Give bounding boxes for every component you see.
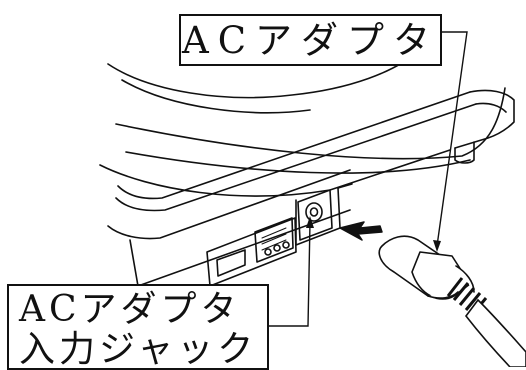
leader-jack [269, 221, 311, 327]
scale-top-edge [115, 87, 506, 160]
scale-top-edge-inner [125, 151, 471, 174]
ac-adapter-input-jack-label-line1: ACアダプタ [19, 289, 241, 330]
front-rim [117, 91, 471, 200]
insert-arrow [339, 221, 383, 241]
right-side [454, 89, 515, 149]
weighing-pan-arc-outer [121, 79, 311, 114]
leader-adapter [436, 31, 468, 247]
ac-adapter-input-jack-label-line2: 入力ジャック [19, 329, 258, 370]
port-panel [206, 217, 297, 287]
cable [464, 298, 526, 367]
foot [454, 141, 475, 164]
ac-adapter-label: ACアダプタ [179, 14, 442, 66]
ac-adapter-input-jack-label: ACアダプタ 入力ジャック [7, 284, 269, 370]
weighing-pan-arc [107, 49, 421, 99]
dc-jack [297, 189, 333, 241]
ac-adapter-label-text: ACアダプタ [181, 18, 440, 62]
front-face [107, 169, 351, 240]
